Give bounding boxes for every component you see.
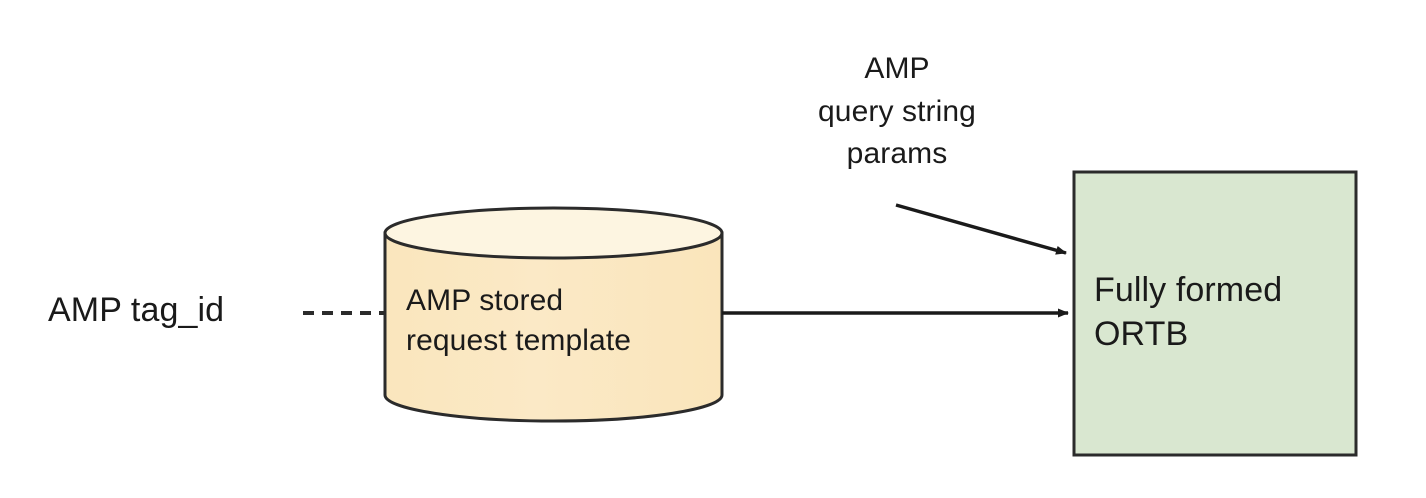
datastore-label-line-1: AMP stored <box>406 284 564 317</box>
params-label-line-2: query string <box>818 94 976 128</box>
params-annotation-label: AMP query string params <box>797 48 997 176</box>
datastore-label-line-2: request template <box>406 323 632 357</box>
params-label-line-1: AMP <box>864 52 930 85</box>
input-label-amp-tag-id: AMP tag_id <box>48 291 225 329</box>
output-box-label-line-1: Fully formed <box>1094 271 1283 309</box>
output-box-label-line-2: ORTB <box>1094 315 1189 354</box>
output-box-shape <box>1072 170 1358 457</box>
params-label-line-3: params <box>846 137 948 171</box>
datastore-cylinder-shape <box>383 206 724 423</box>
datastore-label: AMP stored request template <box>406 281 631 360</box>
edge-params-to-output <box>895 203 1067 255</box>
